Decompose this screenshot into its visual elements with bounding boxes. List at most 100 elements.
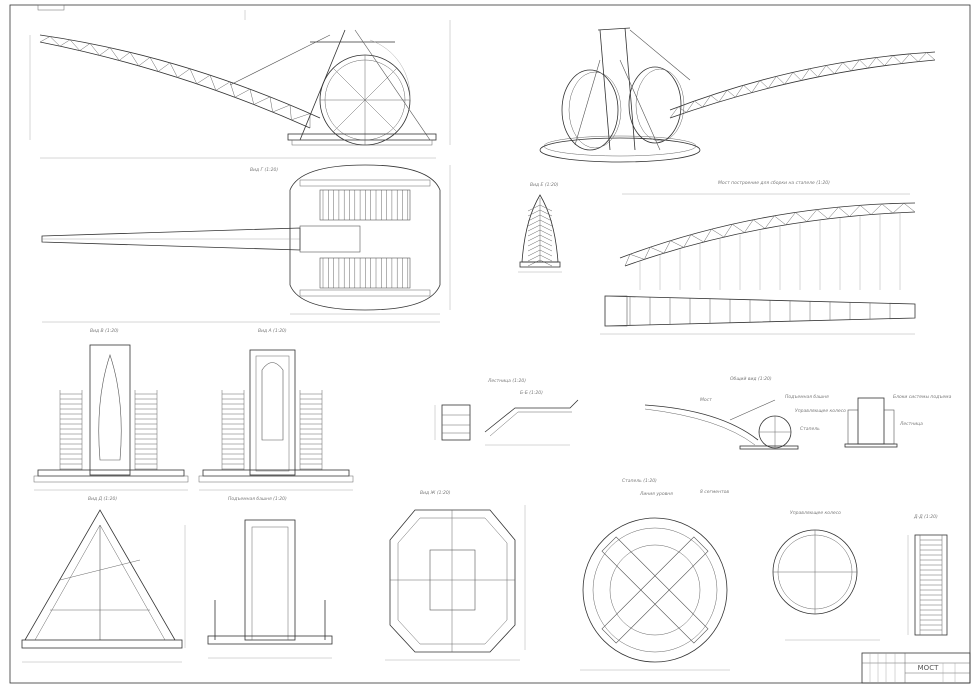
plan-view — [41, 164, 451, 323]
drawing-line — [726, 89, 736, 98]
drawing-line — [539, 219, 553, 227]
drawing-line — [744, 219, 754, 233]
view-a-front — [198, 349, 354, 491]
drawing-line — [289, 104, 292, 120]
drawing-line — [539, 254, 553, 262]
drawing-line — [109, 47, 120, 61]
drawing-line — [884, 55, 894, 66]
drawing-line — [249, 89, 255, 105]
drawing-line — [850, 59, 860, 71]
drawing-line — [69, 39, 80, 51]
drawing-line — [670, 240, 684, 248]
drawing-line — [718, 89, 728, 103]
drawing-line — [177, 68, 191, 78]
drawing-line — [767, 76, 777, 89]
drawing-line — [825, 65, 835, 74]
control-wheel-view — [772, 529, 880, 641]
bridge-stapel-view — [600, 193, 916, 335]
drawing-line — [881, 203, 894, 214]
drawing-line — [539, 244, 553, 252]
drawing-line — [650, 246, 665, 254]
drawing-line — [926, 52, 936, 61]
drawing-line — [527, 254, 541, 262]
drawing-line — [774, 215, 786, 226]
drawing-line — [792, 72, 802, 81]
drawing-line — [234, 88, 251, 98]
drawing-line — [527, 244, 541, 252]
drawing-line — [539, 249, 553, 257]
label-plan-view: Вид Г (1:20) — [250, 167, 278, 173]
drawing-line — [59, 39, 71, 47]
callout-control-wheel: Управляющее колесо — [795, 408, 846, 414]
view-v-front — [33, 344, 189, 491]
drawing-line — [816, 209, 829, 220]
drawing-line — [624, 254, 631, 267]
label-view-d: Вид Д (1:20) — [88, 496, 117, 502]
label-general-view: Общий вид (1:20) — [730, 376, 772, 382]
view-e-feather — [518, 194, 562, 273]
sheet-border — [9, 4, 971, 684]
drawing-line — [169, 62, 178, 78]
drawing-line — [79, 43, 91, 51]
label-view-v: Вид В (1:20) — [90, 328, 119, 334]
drawing-line — [629, 254, 645, 260]
drawing-line — [539, 259, 553, 267]
drawing-line — [527, 214, 541, 222]
callout-stapel: Стапель — [800, 426, 820, 432]
drawing-line — [527, 209, 541, 217]
drawing-line — [158, 62, 171, 72]
drawing-line — [901, 53, 910, 64]
drawing-line — [859, 59, 868, 69]
drawing-line — [801, 68, 810, 81]
drawing-line — [644, 247, 651, 260]
label-view-a: Вид А (1:20) — [258, 328, 287, 334]
side-elevation — [29, 10, 451, 159]
drawing-line — [842, 62, 852, 71]
drawing-line — [859, 205, 872, 215]
label-section-bb: Б-Б (1:20) — [520, 390, 543, 396]
view-d-tower-side — [21, 509, 186, 663]
drawing-line — [711, 228, 725, 238]
drawing-line — [527, 239, 541, 247]
drawing-line — [806, 209, 818, 222]
drawing-line — [539, 224, 553, 232]
view-zh-frame — [385, 505, 526, 661]
lift-tower-view — [207, 519, 333, 659]
callout-lift-tower: Подъемная башня — [785, 394, 829, 400]
drawing-line — [209, 75, 217, 91]
section-dd-view — [907, 534, 948, 636]
drawing-line — [539, 214, 553, 222]
label-ladder: Лестница (1:20) — [487, 378, 526, 384]
drawing-line — [129, 52, 139, 66]
drawing-line — [834, 62, 843, 74]
ladder-drawings — [434, 399, 579, 446]
drawing-line — [39, 36, 51, 43]
drawing-line — [753, 219, 766, 229]
drawing-line — [710, 95, 720, 103]
drawing-line — [809, 68, 819, 78]
drawing-line — [138, 57, 151, 67]
drawing-line — [527, 204, 541, 212]
stapel-plan — [580, 517, 730, 671]
drawing-line — [291, 113, 311, 121]
callout-level-line: Линия уровня — [639, 491, 673, 497]
callout-segments: 8 сегментов — [700, 489, 729, 495]
drawing-line — [527, 234, 541, 242]
drawing-line — [827, 207, 839, 220]
drawing-line — [735, 85, 744, 98]
drawing-line — [909, 53, 919, 62]
callout-ladder: Лестница — [899, 421, 923, 427]
drawing-line — [196, 74, 211, 85]
drawing-line — [683, 234, 692, 248]
drawing-line — [702, 95, 711, 108]
drawing-line — [253, 96, 271, 105]
drawing-line — [785, 212, 796, 226]
drawing-line — [527, 259, 541, 267]
drawing-line — [776, 76, 785, 85]
drawing-line — [527, 224, 541, 232]
drawing-line — [677, 106, 687, 113]
label-lift-tower: Подъемная башня (1:20) — [228, 496, 287, 502]
drawing-line — [119, 52, 131, 61]
drawing-line — [723, 224, 733, 238]
drawing-line — [867, 57, 877, 69]
